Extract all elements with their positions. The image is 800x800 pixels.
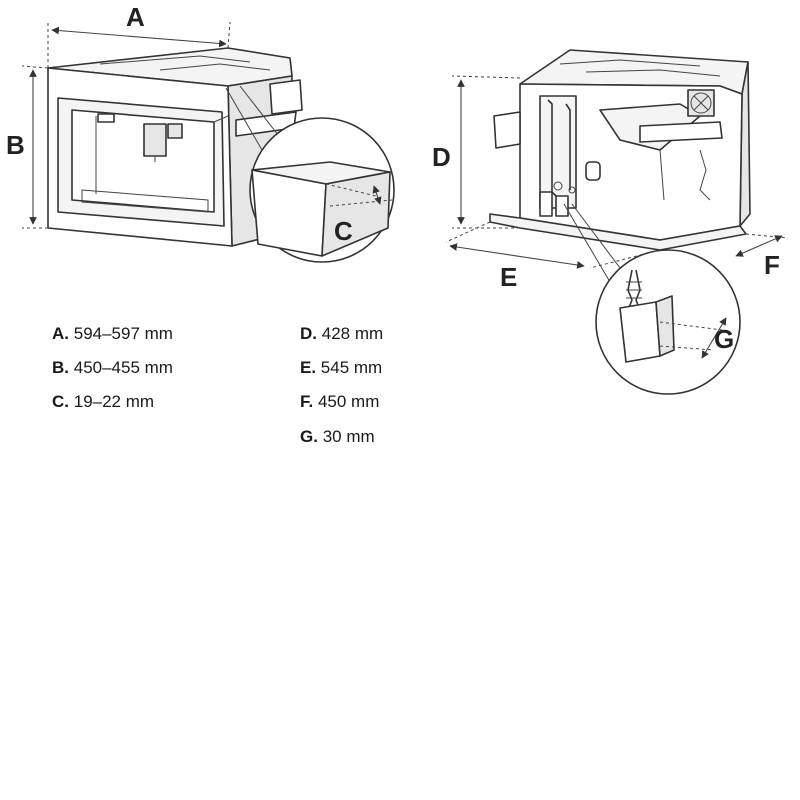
spec-value: 450 mm [317, 392, 380, 411]
spec-value: 19–22 mm [73, 392, 155, 411]
spec-key: F. [300, 392, 314, 411]
spec-key: E. [300, 358, 317, 377]
appliance-front-view: A B C [6, 2, 395, 263]
label-a: A [126, 2, 145, 32]
label-f: F [764, 250, 780, 280]
spec-key: B. [52, 358, 69, 377]
label-d: D [432, 142, 451, 172]
spec-value: 545 mm [320, 358, 383, 377]
spec-value: 450–455 mm [73, 358, 173, 377]
spec-a: A. 594–597 mm [52, 324, 173, 344]
spec-f: F. 450 mm [300, 392, 379, 412]
spec-value: 594–597 mm [73, 324, 173, 343]
spec-value: 30 mm [322, 427, 375, 446]
spec-b: B. 450–455 mm [52, 358, 173, 378]
spec-d: D. 428 mm [300, 324, 383, 344]
spec-key: A. [52, 324, 69, 343]
spec-key: G. [300, 427, 318, 446]
label-c: C [334, 216, 353, 246]
spec-key: C. [52, 392, 69, 411]
spec-e: E. 545 mm [300, 358, 382, 378]
label-b: B [6, 130, 25, 160]
label-e: E [500, 262, 517, 292]
spec-c: C. 19–22 mm [52, 392, 154, 412]
spec-g: G. 30 mm [300, 427, 375, 447]
spec-key: D. [300, 324, 317, 343]
label-g: G [714, 324, 734, 354]
spec-value: 428 mm [321, 324, 384, 343]
appliance-rear-view: D E F G [432, 49, 789, 395]
